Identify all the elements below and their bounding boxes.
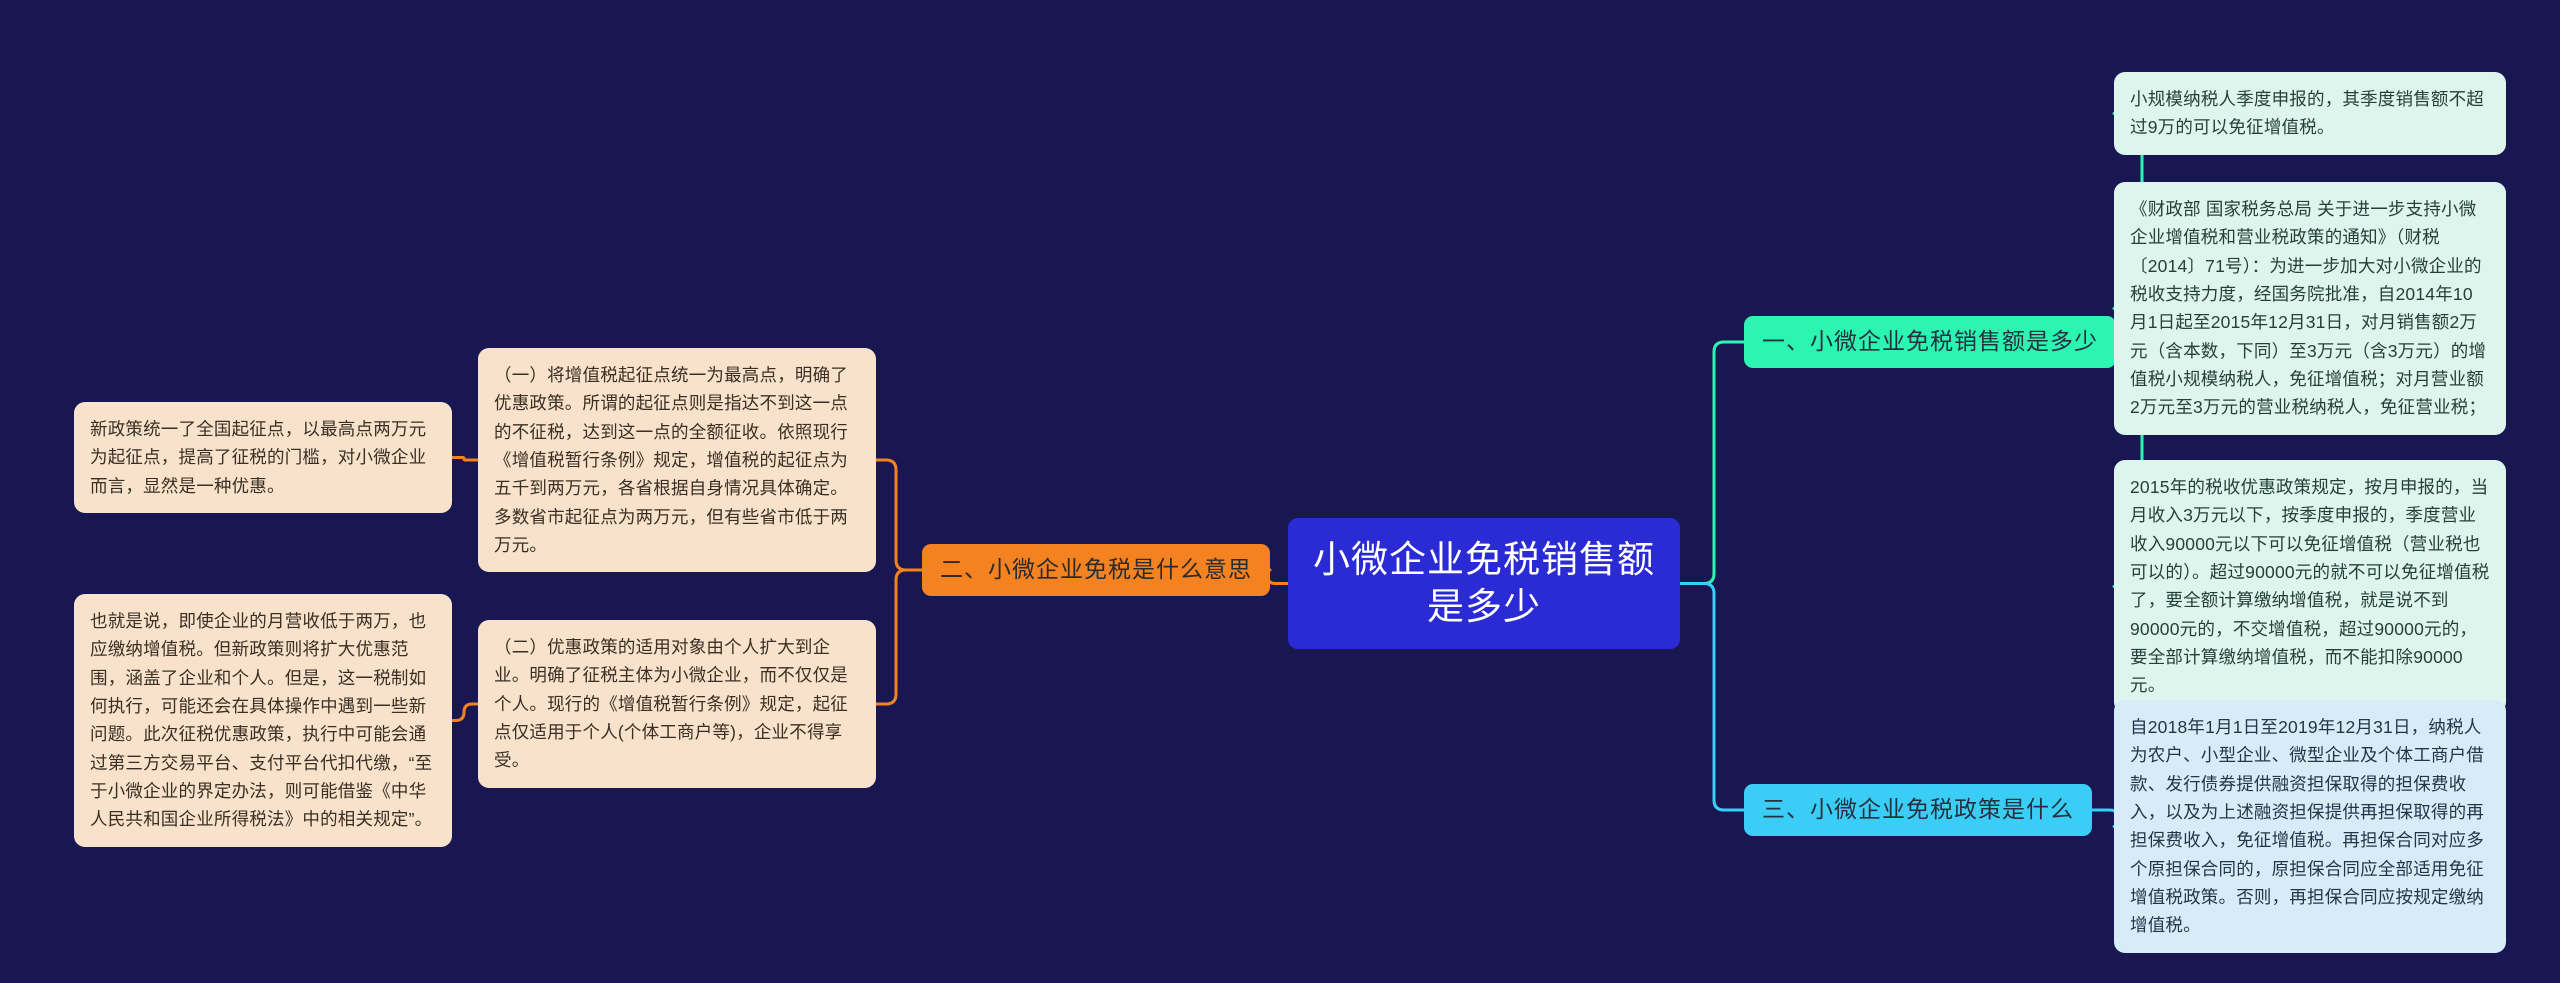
leaf-1-3[interactable]: 2015年的税收优惠政策规定，按月申报的，当月收入3万元以下，按季度申报的，季度… [2114, 460, 2506, 713]
branch-node-2-label: 二、小微企业免税是什么意思 [940, 556, 1252, 582]
leaf-2-2-1-text: 也就是说，即使企业的月营收低于两万，也应缴纳增值税。但新政策则将扩大优惠范围，涵… [90, 611, 433, 830]
leaf-3-1[interactable]: 自2018年1月1日至2019年12月31日，纳税人为农户、小型企业、微型企业及… [2114, 700, 2506, 953]
branch-node-1[interactable]: 一、小微企业免税销售额是多少 [1744, 316, 2116, 368]
leaf-3-1-text: 自2018年1月1日至2019年12月31日，纳税人为农户、小型企业、微型企业及… [2130, 717, 2484, 936]
root-node[interactable]: 小微企业免税销售额是多少 [1288, 518, 1680, 649]
branch-node-1-label: 一、小微企业免税销售额是多少 [1762, 328, 2098, 354]
leaf-2-1-1-text: 新政策统一了全国起征点，以最高点两万元为起征点，提高了征税的门槛，对小微企业而言… [90, 419, 427, 496]
leaf-2-1-1[interactable]: 新政策统一了全国起征点，以最高点两万元为起征点，提高了征税的门槛，对小微企业而言… [74, 402, 452, 514]
leaf-2-1[interactable]: （一）将增值税起征点统一为最高点，明确了优惠政策。所谓的起征点则是指达不到这一点… [478, 348, 876, 573]
leaf-1-2[interactable]: 《财政部 国家税务总局 关于进一步支持小微企业增值税和营业税政策的通知》（财税〔… [2114, 182, 2506, 435]
leaf-1-1-text: 小规模纳税人季度申报的，其季度销售额不超过9万的可以免征增值税。 [2130, 89, 2484, 138]
root-node-label: 小微企业免税销售额是多少 [1313, 539, 1655, 628]
branch-node-2[interactable]: 二、小微企业免税是什么意思 [922, 544, 1270, 596]
branch-node-3[interactable]: 三、小微企业免税政策是什么 [1744, 784, 2092, 836]
leaf-1-3-text: 2015年的税收优惠政策规定，按月申报的，当月收入3万元以下，按季度申报的，季度… [2130, 477, 2490, 696]
leaf-2-2-1[interactable]: 也就是说，即使企业的月营收低于两万，也应缴纳增值税。但新政策则将扩大优惠范围，涵… [74, 594, 452, 847]
leaf-2-2[interactable]: （二）优惠政策的适用对象由个人扩大到企业。明确了征税主体为小微企业，而不仅仅是个… [478, 620, 876, 788]
leaf-1-1[interactable]: 小规模纳税人季度申报的，其季度销售额不超过9万的可以免征增值税。 [2114, 72, 2506, 155]
leaf-2-1-text: （一）将增值税起征点统一为最高点，明确了优惠政策。所谓的起征点则是指达不到这一点… [494, 365, 848, 556]
leaf-2-2-text: （二）优惠政策的适用对象由个人扩大到企业。明确了征税主体为小微企业，而不仅仅是个… [494, 637, 848, 771]
branch-node-3-label: 三、小微企业免税政策是什么 [1762, 796, 2074, 822]
leaf-1-2-text: 《财政部 国家税务总局 关于进一步支持小微企业增值税和营业税政策的通知》（财税〔… [2130, 199, 2487, 418]
